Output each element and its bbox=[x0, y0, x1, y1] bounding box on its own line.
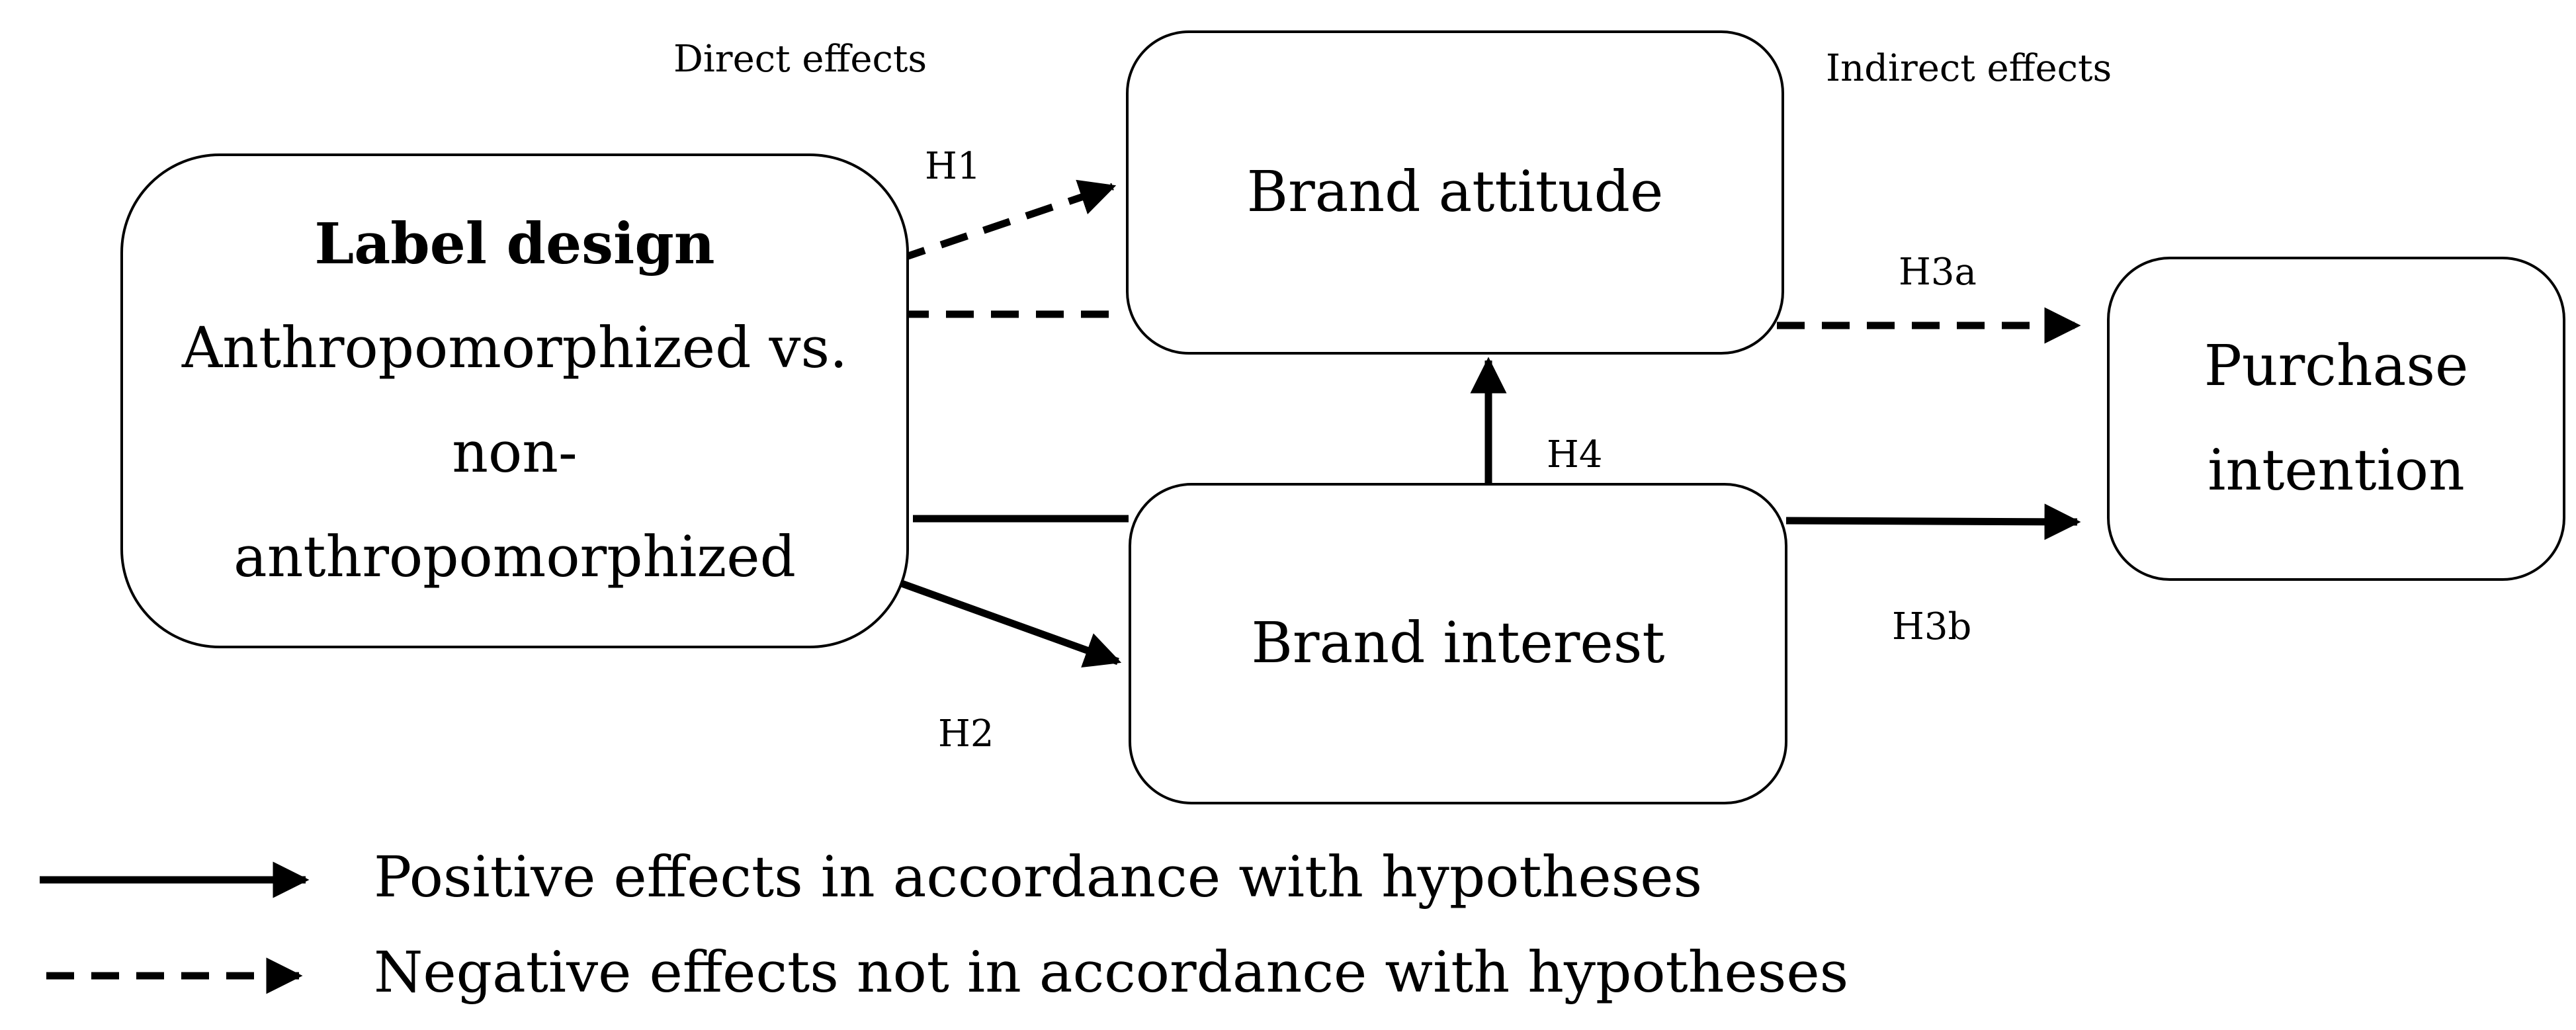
h1-label: H1 bbox=[925, 145, 981, 188]
brand-attitude-label: Brand attitude bbox=[1246, 159, 1664, 225]
purchase-intention-line-2: intention bbox=[2208, 438, 2465, 503]
arrow-h1 bbox=[897, 179, 1117, 263]
h4-label: H4 bbox=[1547, 433, 1603, 476]
label-design-line-1: Anthropomorphized vs. bbox=[181, 316, 848, 381]
purchase-intention-line-1: Purchase bbox=[2204, 333, 2469, 399]
h3a-label: H3a bbox=[1899, 251, 1977, 294]
arrow-h3b bbox=[1785, 503, 2081, 540]
h2-label: H2 bbox=[938, 712, 994, 755]
h3b-label: H3b bbox=[1892, 605, 1972, 648]
node-brand-interest: Brand interest bbox=[1129, 483, 1787, 804]
label-design-line-2: non- bbox=[452, 420, 578, 486]
legend-positive-text: Positive effects in accordance with hypo… bbox=[374, 845, 1703, 910]
brand-interest-label: Brand interest bbox=[1251, 611, 1665, 676]
label-design-line-3: anthropomorphized bbox=[234, 525, 796, 590]
direct-effects-label: Direct effects bbox=[673, 38, 927, 81]
node-purchase-intention: Purchase intention bbox=[2107, 257, 2565, 581]
indirect-effects-label: Indirect effects bbox=[1826, 47, 2112, 90]
label-design-title: Label design bbox=[314, 211, 715, 277]
arrow-h2 bbox=[893, 577, 1122, 668]
node-brand-attitude: Brand attitude bbox=[1126, 30, 1784, 355]
legend-negative-text: Negative effects not in accordance with … bbox=[374, 940, 1849, 1006]
node-label-design: Label design Anthropomorphized vs. non- … bbox=[120, 153, 909, 648]
